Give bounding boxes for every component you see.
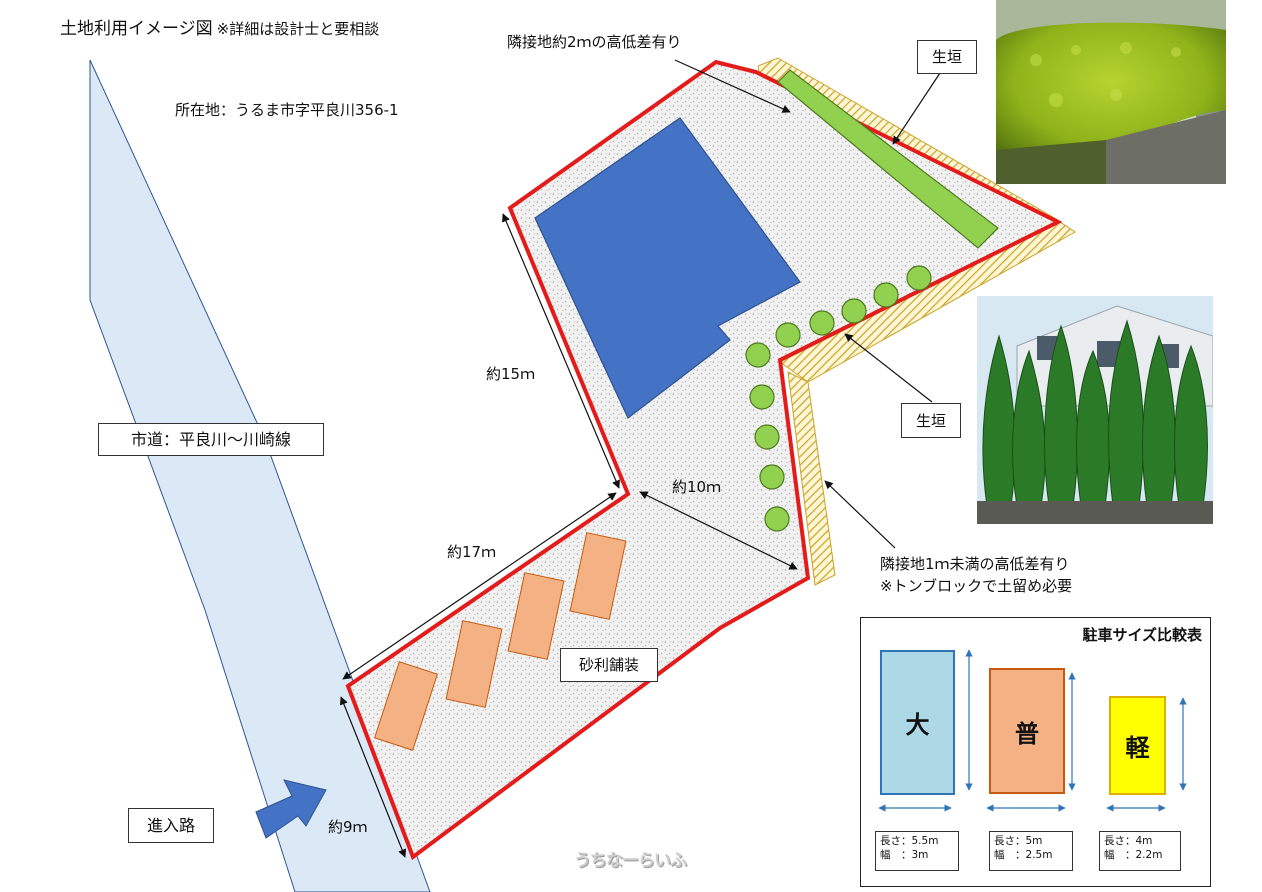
hedge-label-top: 生垣 — [917, 40, 977, 74]
shrub — [759, 464, 785, 490]
dim-label-17m: 約17ｍ — [447, 543, 497, 561]
watermark: うちなーらいふ — [574, 851, 687, 871]
leader-hedge-mid — [844, 333, 933, 403]
spec-standard-length: 長さ：5m — [994, 835, 1043, 847]
hedge-strip — [777, 69, 999, 249]
road-label: 市道：平良川〜川崎線 — [98, 423, 324, 456]
shrub — [906, 265, 932, 291]
shrub — [841, 298, 867, 324]
leader-hedge-top — [892, 72, 941, 145]
car-large-label: 大 — [905, 711, 930, 739]
shrub — [745, 342, 771, 368]
gravel-label: 砂利舗装 — [560, 648, 658, 682]
car-kei-box: 軽 — [1109, 696, 1166, 795]
parking-size-table: 駐車サイズ比較表 大 普 軽 長さ：5.5m 幅 ：3m 長さ：5m 幅 ：2.5m… — [860, 617, 1211, 887]
dim-line-17m — [342, 492, 617, 680]
location-text: 所在地：うるま市字平良川356-1 — [175, 101, 399, 119]
shrub — [775, 322, 801, 348]
dim-line-10m — [639, 491, 798, 570]
height-note-bottom-1: 隣接地1ｍ未満の高低差有り — [880, 555, 1070, 573]
dim-line-9m — [339, 696, 407, 858]
car-standard-box: 普 — [989, 668, 1065, 794]
spec-kei-length: 長さ：4m — [1104, 835, 1153, 847]
spec-large-width: 幅 ：3m — [880, 849, 929, 861]
spec-kei: 長さ：4m 幅 ：2.2m — [1099, 831, 1181, 871]
dim-label-15m: 約15ｍ — [486, 365, 536, 383]
leader-height-bottom — [824, 480, 896, 549]
hatch-zone-side — [787, 371, 836, 586]
spec-standard: 長さ：5m 幅 ：2.5m — [989, 831, 1073, 871]
entry-label: 進入路 — [128, 808, 214, 843]
shrub — [873, 282, 899, 308]
page-title: 土地利用イメージ図※詳細は設計士と要相談 — [60, 19, 380, 39]
shrub — [754, 424, 780, 450]
dim-label-10m: 約10ｍ — [672, 478, 722, 496]
height-note-bottom-2: ※トンブロックで土留め必要 — [880, 577, 1073, 595]
car-large-box: 大 — [880, 650, 955, 795]
parking-table-title: 駐車サイズ比較表 — [1082, 626, 1202, 644]
hedge-label-mid: 生垣 — [901, 403, 961, 438]
shrub — [809, 310, 835, 336]
height-note-top: 隣接地約2ｍの高低差有り — [507, 33, 682, 51]
spec-kei-width: 幅 ：2.2m — [1104, 849, 1163, 861]
title-note: ※詳細は設計士と要相談 — [216, 20, 380, 38]
conifer-photo — [977, 296, 1213, 524]
car-kei-label: 軽 — [1125, 734, 1150, 762]
table-dimension-arrows — [878, 649, 1187, 812]
spec-large-length: 長さ：5.5m — [880, 835, 939, 847]
entry-arrow — [255, 779, 327, 839]
dim-label-9m: 約9ｍ — [328, 818, 368, 836]
dim-line-15m — [502, 213, 620, 489]
shrub — [749, 384, 775, 410]
spec-standard-width: 幅 ：2.5m — [994, 849, 1053, 861]
spec-large: 長さ：5.5m 幅 ：3m — [875, 831, 959, 871]
shrub — [764, 506, 790, 532]
hedge-shrubs — [745, 265, 932, 532]
hedge-photo — [996, 0, 1226, 184]
leader-height-top — [674, 59, 791, 113]
car-standard-label: 普 — [1015, 719, 1039, 748]
